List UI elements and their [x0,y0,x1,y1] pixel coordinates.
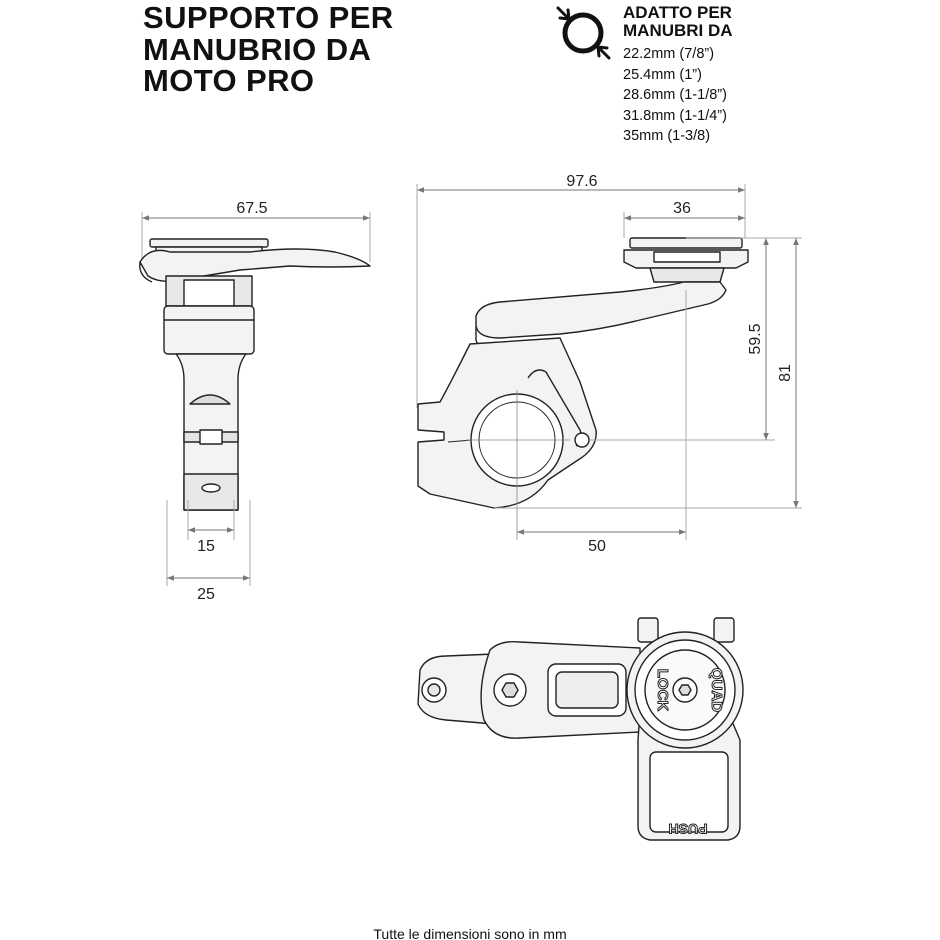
dimension-clamp-15: 15 [197,538,215,555]
dimension-offset-50: 50 [588,538,606,555]
dimension-height-59: 59.5 [747,323,764,354]
dimension-side-width: 67.5 [236,200,267,217]
compatibility-heading-line-2: MANUBRI DA [623,21,733,40]
dimension-height-81: 81 [777,364,794,382]
handlebar-size-item: 35mm (1-3/8) [623,128,711,144]
side-view-drawing [139,212,371,586]
units-footnote: Tutte le dimensioni sono in mm [373,926,567,940]
handlebar-diameter-icon [556,6,611,60]
handlebar-size-item: 28.6mm (1-1/8”) [623,87,727,103]
handlebar-size-item: 31.8mm (1-1/4”) [623,107,727,124]
brand-mark-quad: QUAD [708,668,725,712]
compatibility-heading: ADATTO PER MANUBRI DA [623,4,733,40]
dimension-total-length: 97.6 [566,173,597,190]
top-view-drawing: QUAD LOCK PUSH [417,617,744,841]
handlebar-size-item: 25.4mm (1”) [623,66,702,83]
dimension-clamp-25: 25 [197,586,215,603]
compatibility-heading-line-1: ADATTO PER [623,3,732,22]
title-line-1: SUPPORTO PER [143,0,394,35]
push-label: PUSH [669,821,708,837]
title-line-2: MANUBRIO DA [143,31,372,67]
front-view-drawing [416,184,802,540]
page-title: SUPPORTO PER MANUBRIO DA MOTO PRO [143,2,394,97]
handlebar-size-list: 22.2mm (7/8”) 25.4mm (1”) 28.6mm (1-1/8”… [623,44,727,147]
handlebar-size-item: 22.2mm (7/8”) [623,46,715,62]
dimension-mount-36: 36 [673,200,691,217]
brand-mark-lock: LOCK [654,669,671,712]
title-line-3: MOTO PRO [143,63,315,98]
